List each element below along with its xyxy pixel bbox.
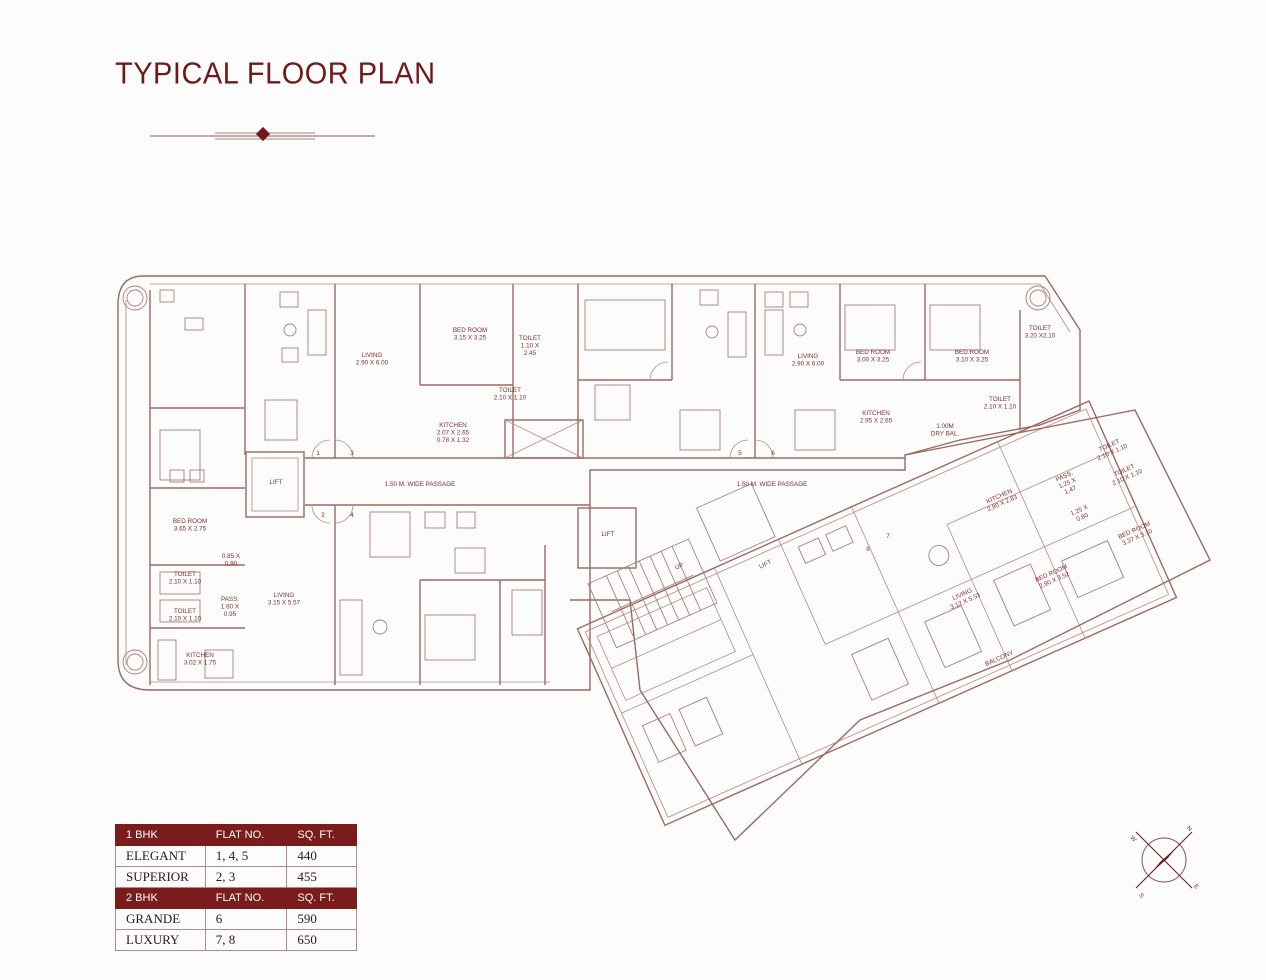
room-label-bed_e: BED ROOM3.37 X 3.10 [1117,520,1154,547]
compass-letter: W [1128,834,1137,843]
table-header-cell: FLAT NO. [204,824,288,846]
table-row: LUXURY 7, 8 650 [115,929,357,951]
passage-label: 1.50 M. WIDE PASSAGE [737,481,808,488]
table-header-cell: FLAT NO. [204,887,288,909]
table-cell: 6 [204,908,288,930]
table-cell: 590 [286,908,357,930]
table-cell: 7, 8 [204,929,288,951]
compass [1135,831,1193,889]
title-ornament [150,126,375,142]
table-cell: ELEGANT [115,845,206,867]
flat-number: 6 [771,450,775,457]
table-cell: 650 [286,929,357,951]
compass-letter: N [1185,825,1193,833]
table-cell: 2, 3 [204,866,288,888]
table-header-cell: SQ. FT. [286,824,357,846]
flat-number: 5 [738,450,742,457]
room-label-pass_b: PASS.1.25 X1.47 [1055,469,1081,497]
area-table: 1 BHK FLAT NO. SQ. FT. ELEGANT 1, 4, 5 4… [115,824,357,951]
lift-label: LIFT [602,531,615,538]
table-cell: GRANDE [115,908,206,930]
flat-number: 8 [866,546,870,553]
page-title: TYPICAL FLOOR PLAN [115,57,436,91]
room-label-dim_b: 1.25 X0.80 [1070,503,1093,524]
compass-letter: S [1137,892,1145,900]
table-header-cell: 1 BHK [115,824,206,846]
table-header-row: 2 BHK FLAT NO. SQ. FT. [115,887,357,909]
flat-number: 7 [886,533,890,540]
flat-number: 2 [321,512,325,519]
flat-number: 1 [316,450,320,457]
flat-number: 4 [350,512,354,519]
table-row: SUPERIOR 2, 3 455 [115,866,357,888]
table-cell: 440 [286,845,357,867]
passage-label: 1.50 M. WIDE PASSAGE [385,481,456,488]
table-row: ELEGANT 1, 4, 5 440 [115,845,357,867]
room-label-kitchen_d: KITCHEN2.90 X 2.83 [983,487,1019,514]
compass-letter: E [1192,883,1200,891]
stair-up-label: UP [674,562,685,572]
table-cell: LUXURY [115,929,206,951]
flat-number: 3 [350,450,354,457]
room-label-bed_f: BED ROOM2.90 X 3.52 [1034,563,1071,590]
table-header-row: 1 BHK FLAT NO. SQ. FT. [115,824,357,846]
table-header-cell: 2 BHK [115,887,206,909]
lift-label: LIFT [758,559,773,571]
table-cell: SUPERIOR [115,866,206,888]
room-label-toilet_g: TOILET2.10 X 1.10 [1093,436,1129,463]
table-row: GRANDE 6 590 [115,908,357,930]
table-cell: 455 [286,866,357,888]
table-header-cell: SQ. FT. [286,887,357,909]
table-cell: 1, 4, 5 [204,845,288,867]
lift-label: LIFT [270,479,283,486]
room-label-living_d: LIVING3.12 X 5.53 [946,585,982,612]
